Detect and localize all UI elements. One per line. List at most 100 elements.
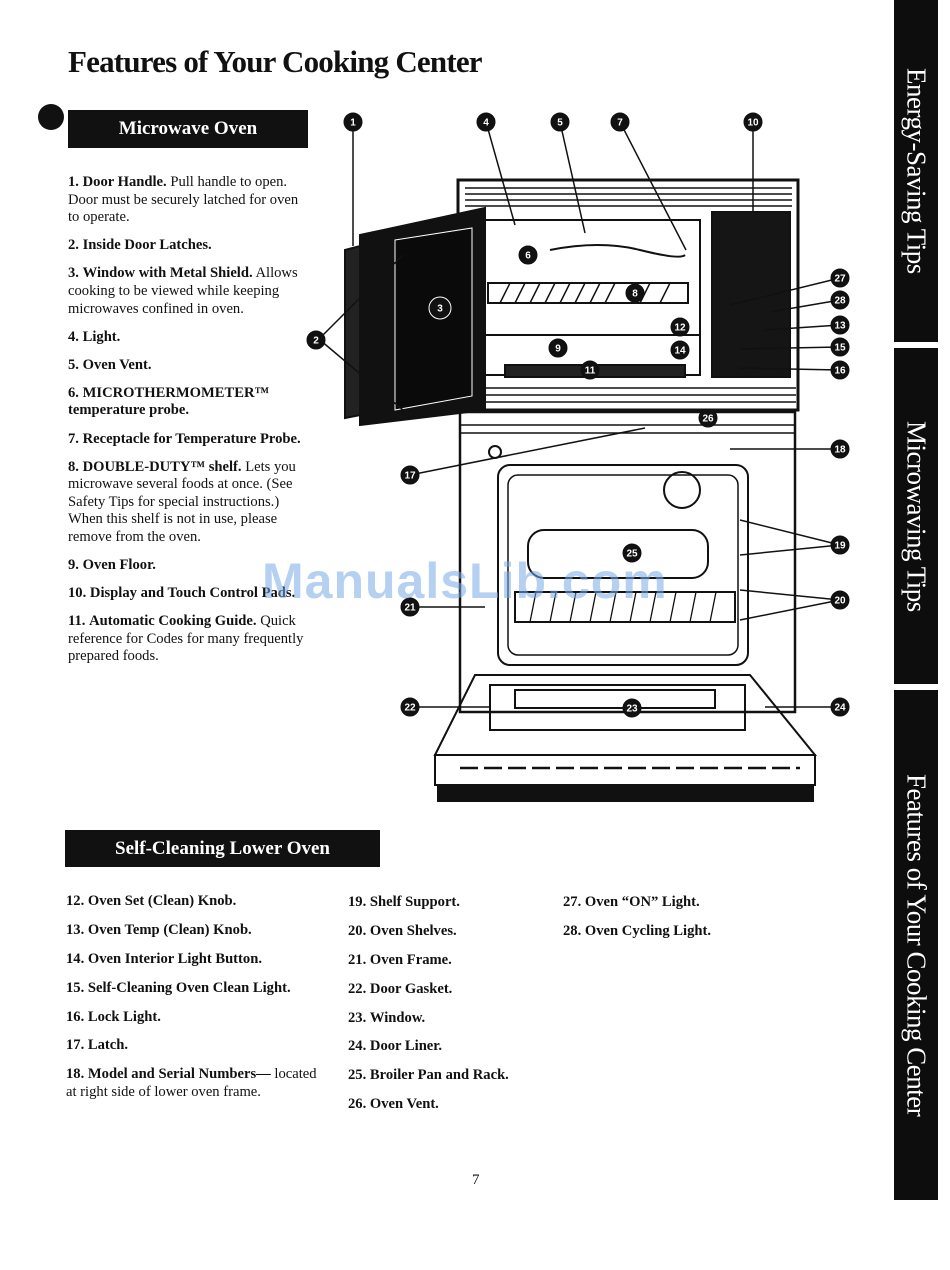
feature-item: 2. Inside Door Latches. (68, 237, 313, 255)
feature-item: 18. Model and Serial Numbers— located at… (66, 1066, 326, 1101)
feature-item: 23. Window. (348, 1010, 558, 1028)
feature-number: 10. (68, 585, 87, 602)
lower-oven-door (433, 674, 818, 756)
callout-21: 21 (400, 597, 420, 617)
feature-item: 24. Door Liner. (348, 1038, 558, 1056)
callout-label: 10 (747, 118, 759, 129)
feature-item: 11. Automatic Cooking Guide. Quick refer… (68, 613, 313, 666)
callout-marker-icon (830, 535, 850, 555)
callout-20: 20 (830, 590, 850, 610)
page-number: 7 (472, 1172, 480, 1188)
tab-features-of-cooking-center[interactable]: Features of Your Cooking Center (894, 690, 938, 1200)
feature-name: Door Handle. (82, 174, 167, 190)
microwave-shelf (487, 282, 689, 304)
callout-13: 13 (830, 315, 850, 335)
feature-item: 22. Door Gasket. (348, 981, 558, 999)
feature-name: Shelf Support. (369, 894, 460, 910)
callout-marker-icon (400, 465, 420, 485)
feature-name: Lock Light. (87, 1008, 161, 1025)
microwave-bottom-vent (460, 387, 796, 403)
callout-label: 7 (617, 118, 623, 129)
callout-marker-icon (610, 112, 630, 132)
tab-microwaving-tips[interactable]: Microwaving Tips (894, 348, 938, 684)
callout-marker-icon (580, 360, 600, 380)
callout-26: 26 (698, 408, 718, 428)
door-front-panel (434, 754, 816, 786)
feature-name: Oven Interior Light Button. (87, 950, 262, 967)
tab-label: Features of Your Cooking Center (901, 773, 932, 1117)
callout-24: 24 (830, 697, 850, 717)
callout-marker-icon (743, 112, 763, 132)
callout-marker-icon (830, 697, 850, 717)
callout-label: 20 (834, 596, 846, 607)
callout-28: 28 (830, 290, 850, 310)
feature-item: 20. Oven Shelves. (348, 923, 558, 941)
self-cleaning-oven-heading: Self-Cleaning Lower Oven (65, 830, 380, 867)
feature-item: 7. Receptacle for Temperature Probe. (68, 431, 313, 449)
feature-number: 27. (563, 894, 582, 910)
feature-number: 7. (68, 430, 79, 447)
feature-name: Display and Touch Control Pads. (89, 585, 296, 602)
control-panel (711, 211, 791, 378)
callout-label: 22 (404, 703, 416, 714)
callout-marker-icon (622, 698, 642, 718)
lower-oven-cavity (497, 464, 749, 666)
callout-marker-icon (622, 543, 642, 563)
callout-16: 16 (830, 360, 850, 380)
feature-name: Oven Temp (Clean) Knob. (87, 921, 252, 938)
feature-item: 1. Door Handle. Pull handle to open. Doo… (68, 174, 313, 227)
callout-marker-icon (476, 112, 496, 132)
feature-number: 8. (68, 458, 79, 475)
callout-9: 9 (548, 338, 568, 358)
feature-item: 19. Shelf Support. (348, 894, 558, 912)
callout-marker-icon (548, 338, 568, 358)
feature-name: Model and Serial Numbers— (87, 1066, 271, 1083)
side-tab-strip: Energy-Saving Tips Microwaving Tips Feat… (894, 0, 938, 1200)
callout-label: 16 (834, 366, 846, 377)
feature-name: Oven Cycling Light. (584, 922, 711, 939)
callout-label: 3 (437, 304, 443, 315)
feature-item: 10. Display and Touch Control Pads. (68, 585, 313, 603)
callout-label: 5 (557, 118, 563, 129)
feature-item: 14. Oven Interior Light Button. (66, 951, 326, 969)
decorative-bullet-icon (38, 104, 64, 130)
callout-label: 4 (483, 118, 489, 129)
feature-item: 25. Broiler Pan and Rack. (348, 1067, 558, 1085)
feature-name: Oven Set (Clean) Knob. (87, 893, 237, 909)
callout-label: 1 (350, 118, 356, 129)
feature-name: Window. (369, 1009, 426, 1026)
feature-item: 9. Oven Floor. (68, 557, 313, 575)
feature-item: 21. Oven Frame. (348, 952, 558, 970)
callout-10: 10 (743, 112, 763, 132)
lower-oven-frame (458, 410, 797, 714)
callout-marker-icon (830, 268, 850, 288)
feature-number: 12. (66, 893, 85, 909)
feature-name: Inside Door Latches. (82, 237, 212, 254)
callout-marker-icon (830, 439, 850, 459)
feature-number: 18. (66, 1066, 85, 1083)
microwave-oven-heading: Microwave Oven (68, 110, 308, 148)
callout-22: 22 (400, 697, 420, 717)
callout-17: 17 (400, 465, 420, 485)
callout-label: 25 (626, 549, 638, 560)
feature-name: Light. (82, 328, 121, 345)
feature-description: Lets you microwave several foods at once… (68, 458, 296, 545)
tab-energy-saving-tips[interactable]: Energy-Saving Tips (894, 0, 938, 342)
callout-4: 4 (476, 112, 496, 132)
feature-name: DOUBLE-DUTY™ shelf. (82, 458, 242, 475)
feature-description: Pull handle to open. Door must be secure… (68, 174, 299, 226)
feature-number: 19. (348, 894, 367, 910)
callout-label: 9 (555, 344, 561, 355)
feature-name: Oven Vent. (369, 1096, 439, 1113)
callout-label: 23 (626, 704, 638, 715)
feature-number: 3. (68, 265, 79, 282)
feature-item: 4. Light. (68, 329, 313, 347)
microwave-top-vent (465, 187, 792, 207)
feature-number: 5. (68, 356, 79, 373)
feature-name: Door Gasket. (369, 980, 453, 997)
callout-25: 25 (622, 543, 642, 563)
callout-label: 24 (834, 703, 846, 714)
microwave-door-window (394, 227, 473, 411)
